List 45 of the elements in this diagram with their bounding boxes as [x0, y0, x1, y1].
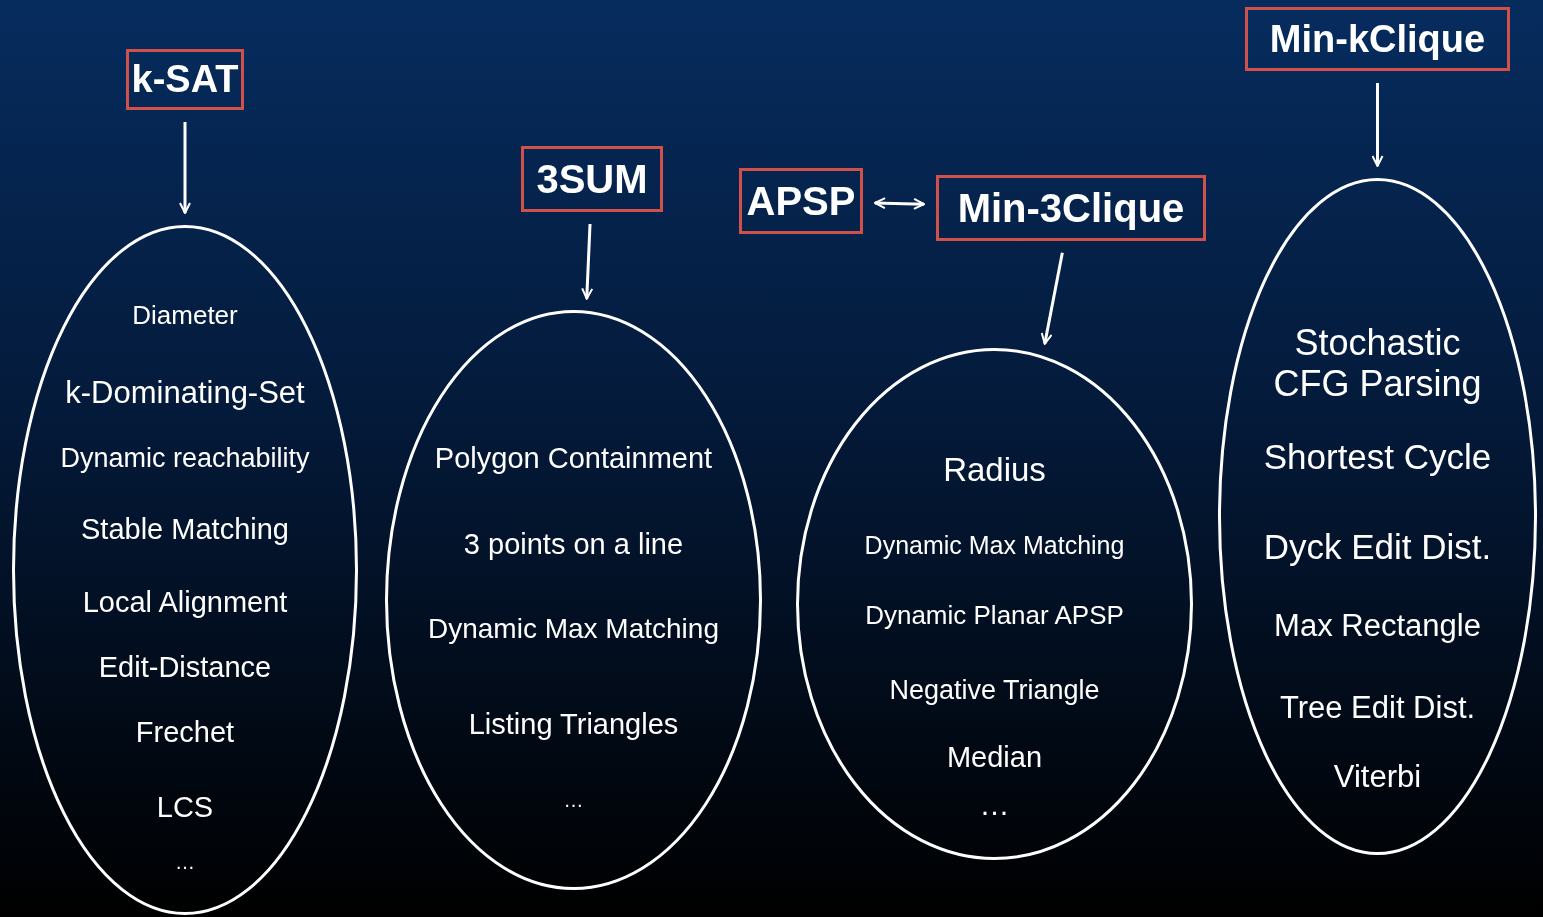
problem-item: Median [945, 741, 1044, 775]
problem-item: Dynamic reachability [59, 443, 311, 475]
problem-item: Edit-Distance [97, 651, 273, 685]
problem-item: Dynamic Max Matching [427, 612, 720, 646]
problem-item: Diameter [131, 301, 239, 331]
problem-name: Min-3Clique [957, 185, 1185, 231]
problem-ellipse [385, 310, 762, 890]
problem-name: k-SAT [131, 58, 239, 101]
problem-item: Viterbi [1332, 759, 1423, 795]
problem-item: Stochastic CFG Parsing [1272, 321, 1483, 405]
problem-box [126, 49, 244, 110]
problem-ellipse [12, 225, 358, 915]
problem-item: Radius [942, 451, 1047, 489]
problem-item: Negative Triangle [888, 675, 1101, 707]
problem-item: Dyck Edit Dist. [1262, 526, 1493, 568]
problem-ellipse [796, 348, 1193, 860]
problem-box [521, 146, 663, 212]
problem-name: Min-kClique [1269, 17, 1486, 61]
problem-item: … [978, 787, 1011, 823]
problem-item: LCS [155, 791, 215, 825]
problem-item: Dynamic Max Matching [863, 530, 1126, 560]
problem-item: Frechet [134, 716, 236, 750]
problem-item: Listing Triangles [467, 708, 680, 742]
problem-item: Max Rectangle [1273, 608, 1482, 644]
arrow [1040, 252, 1064, 345]
problem-box [1245, 7, 1510, 71]
problem-item: … [174, 850, 196, 874]
problem-name: 3SUM [536, 156, 648, 202]
problem-item: Dynamic Planar APSP [864, 601, 1125, 631]
problem-item: 3 points on a line [462, 528, 685, 562]
problem-item: Polygon Containment [433, 442, 714, 476]
arrow [179, 122, 191, 214]
arrow [1371, 83, 1384, 167]
problem-item: Stable Matching [80, 513, 290, 547]
arrow [874, 197, 925, 210]
arrow [581, 223, 594, 300]
problem-item: … [562, 788, 585, 812]
problem-box [739, 168, 863, 234]
problem-item: k-Dominating-Set [64, 375, 306, 411]
problem-name: APSP [746, 178, 856, 224]
problem-ellipse [1218, 178, 1537, 855]
problem-item: Shortest Cycle [1262, 436, 1493, 478]
problem-item: Tree Edit Dist. [1278, 690, 1477, 726]
problem-box [936, 175, 1206, 241]
problem-item: Local Alignment [81, 586, 289, 620]
